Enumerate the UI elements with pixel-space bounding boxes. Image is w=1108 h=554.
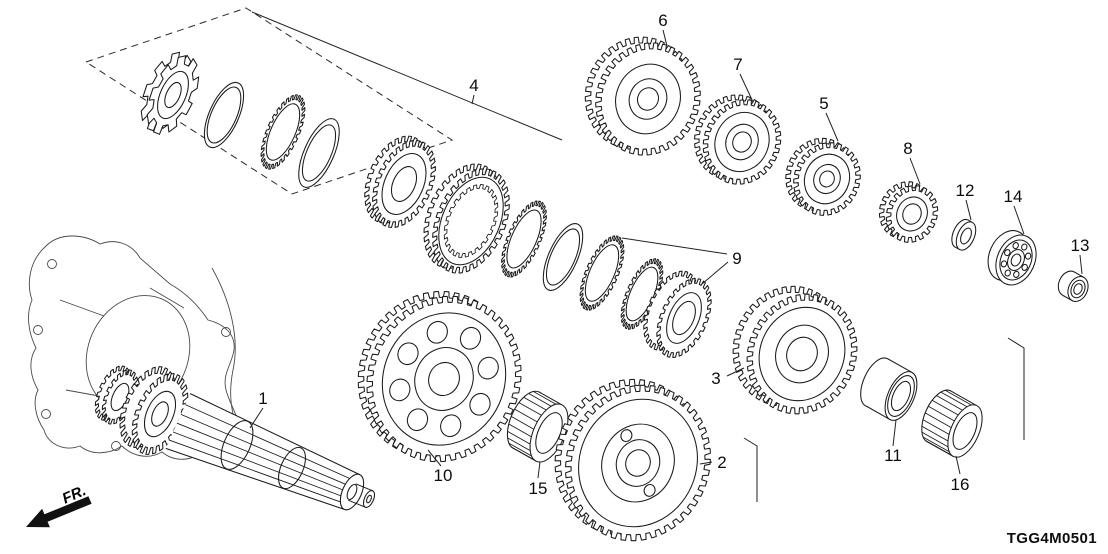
shaft-rear-gear <box>94 365 139 425</box>
flange-nut-13 <box>1057 270 1089 303</box>
diagram-code: TGG4M0501 <box>1007 530 1097 547</box>
fr-arrow-icon <box>26 496 92 528</box>
part-label-3[interactable]: 3 <box>711 369 720 388</box>
part-label-11[interactable]: 11 <box>884 446 902 465</box>
part-label-7[interactable]: 7 <box>733 55 742 74</box>
collar-11 <box>860 357 918 421</box>
gear-7 <box>694 94 782 185</box>
synchro-ring-d <box>542 223 584 291</box>
part-label-9[interactable]: 9 <box>732 249 741 268</box>
part-label-13[interactable]: 13 <box>1071 236 1090 255</box>
needle-bearing-15 <box>506 390 569 463</box>
washer-12 <box>951 218 977 251</box>
gear-4 <box>364 135 436 229</box>
part-label-15[interactable]: 15 <box>529 479 548 498</box>
part-label-5[interactable]: 5 <box>819 94 828 113</box>
blocking-ring-c <box>501 200 547 278</box>
exploded-parts <box>94 36 1089 542</box>
gear-8 <box>878 181 939 243</box>
part-label-2[interactable]: 2 <box>717 453 726 472</box>
part-label-10[interactable]: 10 <box>434 466 453 485</box>
part-label-16[interactable]: 16 <box>951 475 970 494</box>
part-label-4[interactable]: 4 <box>469 76 478 95</box>
synchro-ring-b <box>298 118 340 188</box>
gear-3 <box>732 285 858 415</box>
countershaft-part-1 <box>94 365 376 511</box>
needle-bearing-16 <box>921 389 983 458</box>
fr-direction-indicator: FR. <box>26 482 92 528</box>
right-group-bracket <box>1007 337 1025 440</box>
part-label-8[interactable]: 8 <box>903 139 912 158</box>
leader-lines <box>249 29 1083 479</box>
group-4-dashed-box <box>84 7 454 195</box>
group-4-bracket-line <box>251 11 563 141</box>
part-2-bracket <box>743 437 758 502</box>
gear-2 <box>554 378 711 542</box>
synchro-spring-ring <box>203 81 245 149</box>
blocking-ring-a <box>260 94 306 170</box>
gear-5 <box>785 137 861 216</box>
synchro-hub-4 <box>140 51 200 135</box>
blocking-ring-e <box>579 235 625 311</box>
ball-bearing-14 <box>987 230 1037 286</box>
gear-6 <box>584 36 701 156</box>
synchro-sleeve <box>423 163 510 274</box>
part-label-12[interactable]: 12 <box>956 181 975 200</box>
part-label-6[interactable]: 6 <box>658 11 667 30</box>
gear-10 <box>357 290 522 463</box>
part-label-1[interactable]: 1 <box>258 389 267 408</box>
synchro-hub-9 <box>643 270 712 359</box>
reference-lines <box>84 7 1025 502</box>
part-label-14[interactable]: 14 <box>1004 187 1023 206</box>
